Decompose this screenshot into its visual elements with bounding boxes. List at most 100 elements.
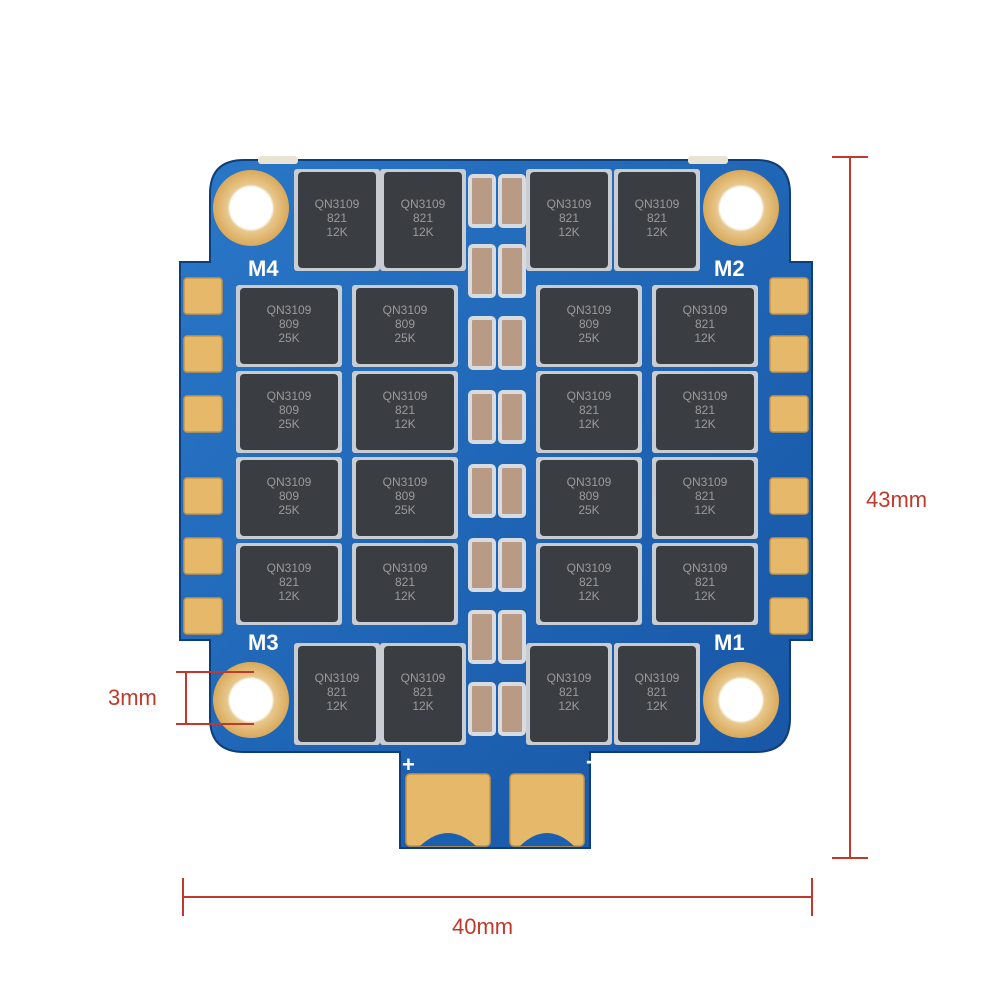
capacitor: [498, 316, 526, 370]
motor-pad: [769, 477, 809, 515]
mosfet-marking: 809: [279, 489, 299, 503]
mosfet-marking: 12K: [558, 225, 579, 239]
motor-pad: [183, 597, 223, 635]
mosfet-marking: QN3109: [635, 197, 680, 211]
capacitor: [468, 464, 496, 518]
mosfet-marking: 821: [695, 489, 715, 503]
mosfet-marking: QN3109: [267, 389, 312, 403]
mosfet-marking: 12K: [694, 417, 715, 431]
capacitor: [468, 390, 496, 444]
mosfet-marking: 821: [559, 211, 579, 225]
mosfet-marking: 821: [559, 685, 579, 699]
mosfet-marking: 25K: [278, 503, 299, 517]
mosfet-marking: QN3109: [567, 303, 612, 317]
motor-label-m2: M2: [714, 256, 745, 281]
capacitor-column: [468, 174, 526, 736]
mosfet-marking: QN3109: [401, 197, 446, 211]
mosfet-marking: 809: [395, 317, 415, 331]
motor-pad: [769, 277, 809, 315]
capacitor: [498, 682, 526, 736]
mosfet-marking: QN3109: [683, 475, 728, 489]
mosfet-marking: 12K: [578, 417, 599, 431]
mounting-hole-top-left: [213, 170, 289, 246]
polarity-plus: +: [402, 752, 415, 777]
capacitor: [468, 244, 496, 298]
motor-labels: M4 M2 M3 M1: [248, 256, 745, 655]
mosfet-marking: QN3109: [383, 561, 428, 575]
dimension-annotations: [176, 156, 868, 916]
capacitor: [498, 174, 526, 228]
capacitor: [468, 174, 496, 228]
mounting-hole-bottom-right: [703, 662, 779, 738]
mosfet-marking: QN3109: [567, 389, 612, 403]
mosfet-marking: 12K: [578, 589, 599, 603]
mosfet-marking: 12K: [694, 589, 715, 603]
mosfet-marking: QN3109: [315, 197, 360, 211]
mosfet-marking: QN3109: [383, 303, 428, 317]
mosfet-marking: 25K: [278, 417, 299, 431]
mosfet-marking: QN3109: [635, 671, 680, 685]
motor-pad: [769, 597, 809, 635]
mosfet-marking: 25K: [578, 503, 599, 517]
mosfet-marking: 821: [327, 685, 347, 699]
mosfet-grid: QN310982112KQN310982112KQN310982112KQN31…: [236, 169, 758, 745]
mosfet-marking: 25K: [578, 331, 599, 345]
motor-label-m1: M1: [714, 630, 745, 655]
mosfet-marking: 12K: [278, 589, 299, 603]
capacitor: [468, 682, 496, 736]
mosfet-marking: 12K: [394, 589, 415, 603]
mosfet-marking: 12K: [646, 699, 667, 713]
mosfet-marking: 12K: [326, 699, 347, 713]
polarity-minus: -: [586, 748, 593, 773]
mosfet-marking: 12K: [646, 225, 667, 239]
mosfet-marking: QN3109: [547, 671, 592, 685]
mosfet-marking: 12K: [412, 699, 433, 713]
motor-pad: [769, 335, 809, 373]
mosfet-marking: 821: [413, 685, 433, 699]
mosfet-marking: QN3109: [383, 389, 428, 403]
mosfet-marking: 821: [695, 403, 715, 417]
motor-label-m3: M3: [248, 630, 279, 655]
mosfet-marking: QN3109: [683, 303, 728, 317]
mosfet-marking: QN3109: [383, 475, 428, 489]
mounting-hole-top-right: [703, 170, 779, 246]
motor-pad: [183, 395, 223, 433]
mounting-hole-bottom-left: [213, 662, 289, 738]
mosfet-marking: QN3109: [547, 197, 592, 211]
mosfet-marking: 821: [695, 575, 715, 589]
mosfet-marking: 12K: [694, 331, 715, 345]
motor-pad: [183, 335, 223, 373]
mosfet-marking: 809: [579, 489, 599, 503]
mosfet-marking: QN3109: [267, 561, 312, 575]
mosfet-marking: 809: [279, 403, 299, 417]
mosfet-marking: 821: [647, 685, 667, 699]
motor-pad: [183, 537, 223, 575]
mounting-holes: [213, 170, 779, 738]
mosfet-marking: QN3109: [683, 389, 728, 403]
mosfet-marking: QN3109: [267, 475, 312, 489]
mosfet-marking: 12K: [412, 225, 433, 239]
capacitor: [498, 390, 526, 444]
mosfet-marking: 809: [579, 317, 599, 331]
mosfet-marking: 821: [413, 211, 433, 225]
width-dimension-label: 40mm: [452, 914, 513, 939]
capacitor: [468, 538, 496, 592]
capacitor: [468, 610, 496, 664]
